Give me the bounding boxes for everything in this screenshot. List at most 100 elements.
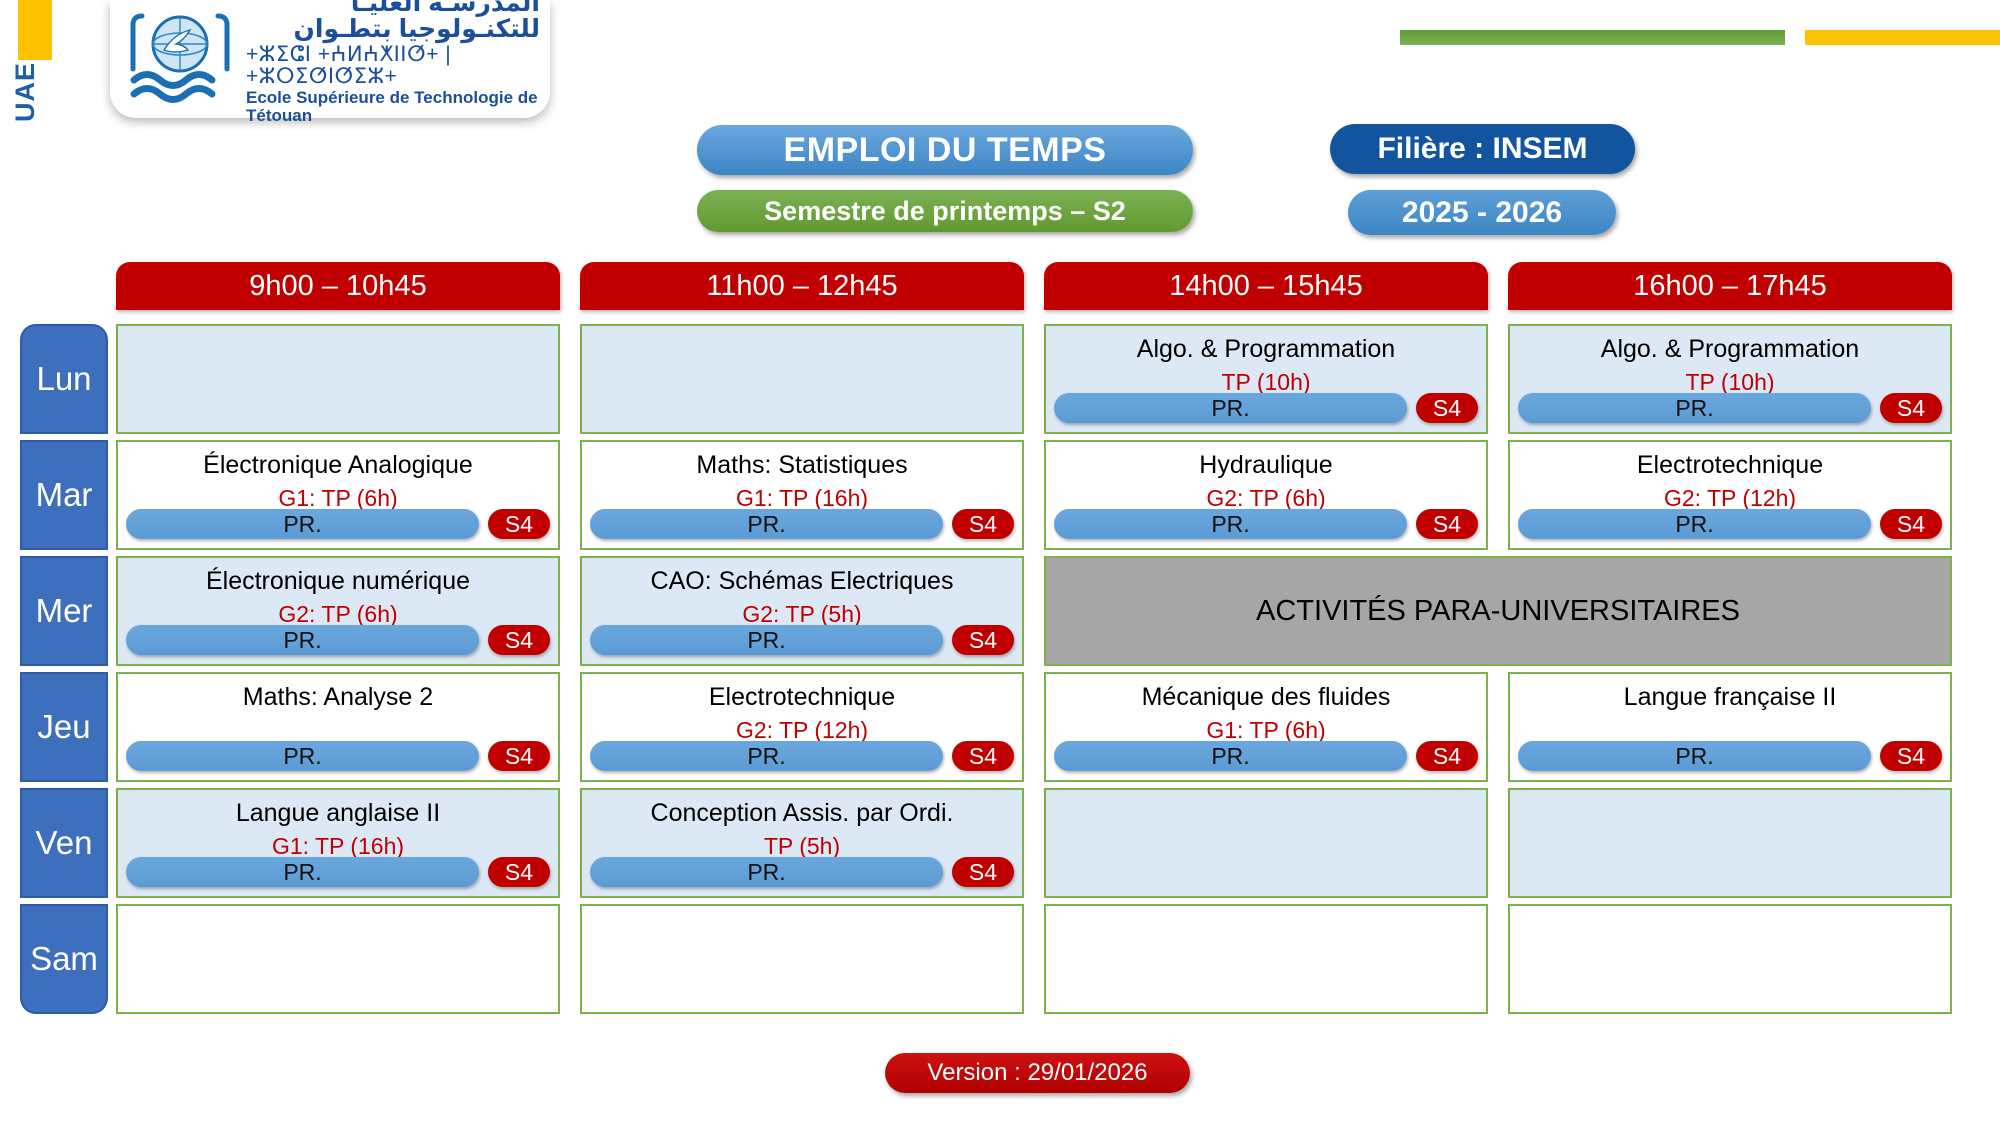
slot-footer: PR. S4 bbox=[118, 509, 558, 539]
empty-slot[interactable] bbox=[580, 324, 1024, 434]
room-badge[interactable]: S4 bbox=[1416, 741, 1478, 771]
room-badge[interactable]: S4 bbox=[952, 741, 1014, 771]
empty-slot[interactable] bbox=[1044, 904, 1488, 1014]
course-type: G1: TP (6h) bbox=[278, 484, 398, 511]
top-green-accent-bar bbox=[1400, 30, 1785, 45]
slot-footer: PR. S4 bbox=[1046, 509, 1486, 539]
day-label-lun: Lun bbox=[20, 324, 108, 434]
course-type: G2: TP (12h) bbox=[1663, 484, 1797, 511]
semester-badge: Semestre de printemps – S2 bbox=[697, 190, 1193, 232]
academic-year-badge: 2025 - 2026 bbox=[1348, 190, 1616, 235]
logo-text-block: المدرسـة العليـا للتكنـولوجيا بتطـوان +ⵣ… bbox=[246, 0, 540, 126]
room-badge[interactable]: S4 bbox=[1880, 509, 1942, 539]
day-label-sam: Sam bbox=[20, 904, 108, 1014]
course-type: G1: TP (16h) bbox=[735, 484, 869, 511]
professor-badge[interactable]: PR. bbox=[590, 625, 943, 655]
day-label-jeu: Jeu bbox=[20, 672, 108, 782]
timeslot-header-2: 11h00 – 12h45 bbox=[580, 262, 1024, 310]
course-name: Maths: Statistiques bbox=[696, 451, 908, 479]
professor-badge[interactable]: PR. bbox=[1054, 393, 1407, 423]
room-badge[interactable]: S4 bbox=[952, 857, 1014, 887]
room-badge[interactable]: S4 bbox=[488, 857, 550, 887]
logo-arabic-name: المدرسـة العليـا للتكنـولوجيا بتطـوان bbox=[293, 0, 540, 44]
slot-footer: PR. S4 bbox=[582, 741, 1022, 771]
professor-badge[interactable]: PR. bbox=[126, 625, 479, 655]
course-slot[interactable]: Langue française II PR. S4 bbox=[1508, 672, 1952, 782]
page-title: EMPLOI DU TEMPS bbox=[697, 125, 1193, 175]
empty-slot[interactable] bbox=[116, 904, 560, 1014]
course-slot[interactable]: Maths: Analyse 2 PR. S4 bbox=[116, 672, 560, 782]
professor-badge[interactable]: PR. bbox=[1054, 509, 1407, 539]
course-slot[interactable]: Conception Assis. par Ordi. TP (5h)PR. S4 bbox=[580, 788, 1024, 898]
course-name: Conception Assis. par Ordi. bbox=[650, 799, 954, 827]
course-name: Électronique numérique bbox=[205, 567, 471, 595]
filiere-badge: Filière : INSEM bbox=[1330, 124, 1635, 174]
course-name: Maths: Analyse 2 bbox=[242, 683, 434, 711]
room-badge[interactable]: S4 bbox=[952, 625, 1014, 655]
course-name: Électronique Analogique bbox=[203, 451, 473, 479]
course-name: Langue française II bbox=[1623, 683, 1837, 711]
room-badge[interactable]: S4 bbox=[1416, 509, 1478, 539]
course-name: Langue anglaise II bbox=[235, 799, 441, 827]
empty-slot[interactable] bbox=[1508, 904, 1952, 1014]
logo-french-name: Ecole Supérieure de Technologie de Tétou… bbox=[246, 87, 538, 126]
professor-badge[interactable]: PR. bbox=[590, 509, 943, 539]
uae-label: UAE bbox=[10, 62, 40, 123]
slot-footer: PR. S4 bbox=[1510, 393, 1950, 423]
course-name: Algo. & Programmation bbox=[1600, 335, 1860, 363]
course-type: TP (10h) bbox=[1685, 368, 1775, 395]
empty-slot[interactable] bbox=[1508, 788, 1952, 898]
room-badge[interactable]: S4 bbox=[952, 509, 1014, 539]
course-slot[interactable]: Algo. & Programmation TP (10h)PR. S4 bbox=[1044, 324, 1488, 434]
professor-badge[interactable]: PR. bbox=[126, 857, 479, 887]
professor-badge[interactable]: PR. bbox=[1054, 741, 1407, 771]
merged-activity-block: ACTIVITÉS PARA-UNIVERSITAIRES bbox=[1044, 556, 1952, 666]
course-type: TP (5h) bbox=[763, 832, 841, 859]
professor-badge[interactable]: PR. bbox=[1518, 741, 1871, 771]
room-badge[interactable]: S4 bbox=[1880, 393, 1942, 423]
slot-footer: PR. S4 bbox=[582, 625, 1022, 655]
room-badge[interactable]: S4 bbox=[488, 625, 550, 655]
slot-footer: PR. S4 bbox=[582, 857, 1022, 887]
course-type: TP (10h) bbox=[1221, 368, 1311, 395]
professor-badge[interactable]: PR. bbox=[126, 509, 479, 539]
course-type: G1: TP (6h) bbox=[1206, 716, 1326, 743]
top-yellow-accent-bar bbox=[1805, 30, 2000, 45]
course-name: Algo. & Programmation bbox=[1136, 335, 1396, 363]
professor-badge[interactable]: PR. bbox=[126, 741, 479, 771]
room-badge[interactable]: S4 bbox=[1416, 393, 1478, 423]
course-type: G2: TP (12h) bbox=[735, 716, 869, 743]
course-name: Mécanique des fluides bbox=[1141, 683, 1391, 711]
empty-slot[interactable] bbox=[1044, 788, 1488, 898]
empty-slot[interactable] bbox=[116, 324, 560, 434]
slot-footer: PR. S4 bbox=[118, 741, 558, 771]
room-badge[interactable]: S4 bbox=[488, 509, 550, 539]
professor-badge[interactable]: PR. bbox=[590, 857, 943, 887]
school-logo-icon bbox=[130, 13, 230, 103]
room-badge[interactable]: S4 bbox=[488, 741, 550, 771]
slot-footer: PR. S4 bbox=[582, 509, 1022, 539]
empty-slot[interactable] bbox=[580, 904, 1024, 1014]
course-name: Electrotechnique bbox=[708, 683, 896, 711]
course-name: CAO: Schémas Electriques bbox=[650, 567, 954, 595]
professor-badge[interactable]: PR. bbox=[590, 741, 943, 771]
course-type: G2: TP (6h) bbox=[1206, 484, 1326, 511]
timeslot-header-3: 14h00 – 15h45 bbox=[1044, 262, 1488, 310]
professor-badge[interactable]: PR. bbox=[1518, 393, 1871, 423]
course-type: G2: TP (6h) bbox=[278, 600, 398, 627]
day-label-mer: Mer bbox=[20, 556, 108, 666]
room-badge[interactable]: S4 bbox=[1880, 741, 1942, 771]
slot-footer: PR. S4 bbox=[118, 857, 558, 887]
course-slot[interactable]: Algo. & Programmation TP (10h)PR. S4 bbox=[1508, 324, 1952, 434]
professor-badge[interactable]: PR. bbox=[1518, 509, 1871, 539]
slot-footer: PR. S4 bbox=[1046, 393, 1486, 423]
